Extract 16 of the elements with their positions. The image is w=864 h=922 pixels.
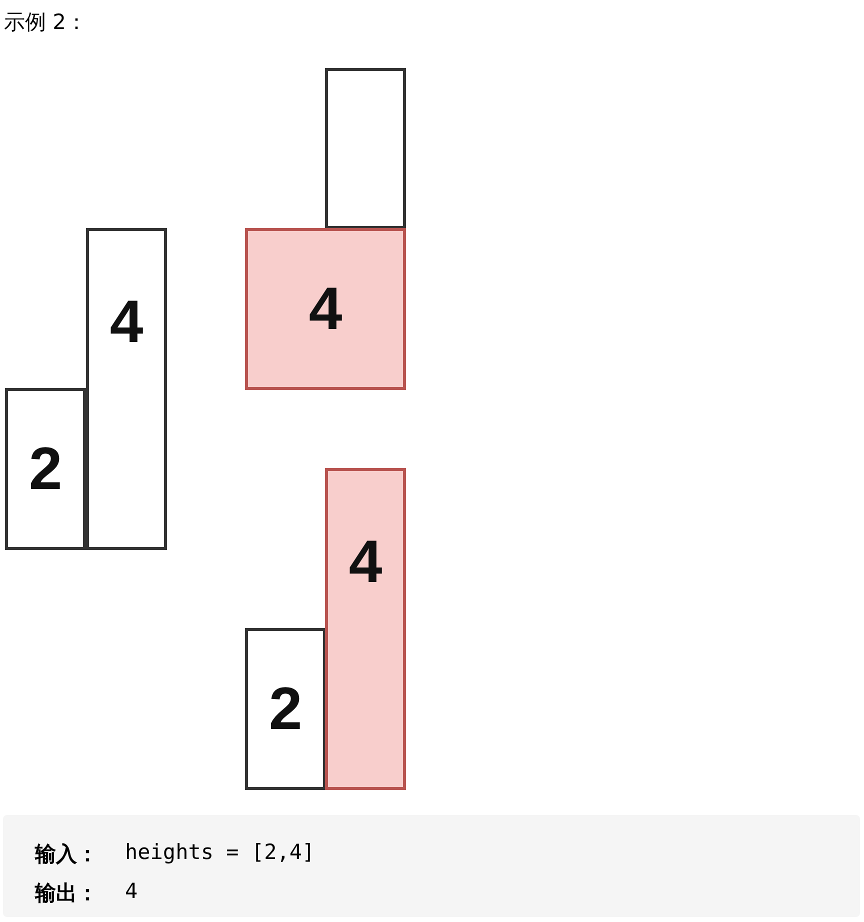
bar (245, 628, 326, 790)
highlighted-bar (245, 228, 406, 390)
bar-value: 4 (110, 292, 144, 352)
bar (5, 388, 86, 550)
bar-value: 4 (348, 532, 382, 592)
bar-value: 2 (268, 679, 302, 739)
input-value: heights = [2,4] (125, 840, 315, 864)
empty-bar (325, 68, 406, 229)
bar-value: 2 (28, 439, 62, 499)
field-label: 输入： (35, 841, 98, 868)
highlighted-bar (325, 468, 406, 790)
field-label: 输出： (35, 880, 98, 907)
title: 示例 2： (4, 9, 88, 36)
output-value: 4 (125, 879, 138, 903)
bar-value: 4 (308, 279, 342, 339)
bar (86, 228, 167, 550)
